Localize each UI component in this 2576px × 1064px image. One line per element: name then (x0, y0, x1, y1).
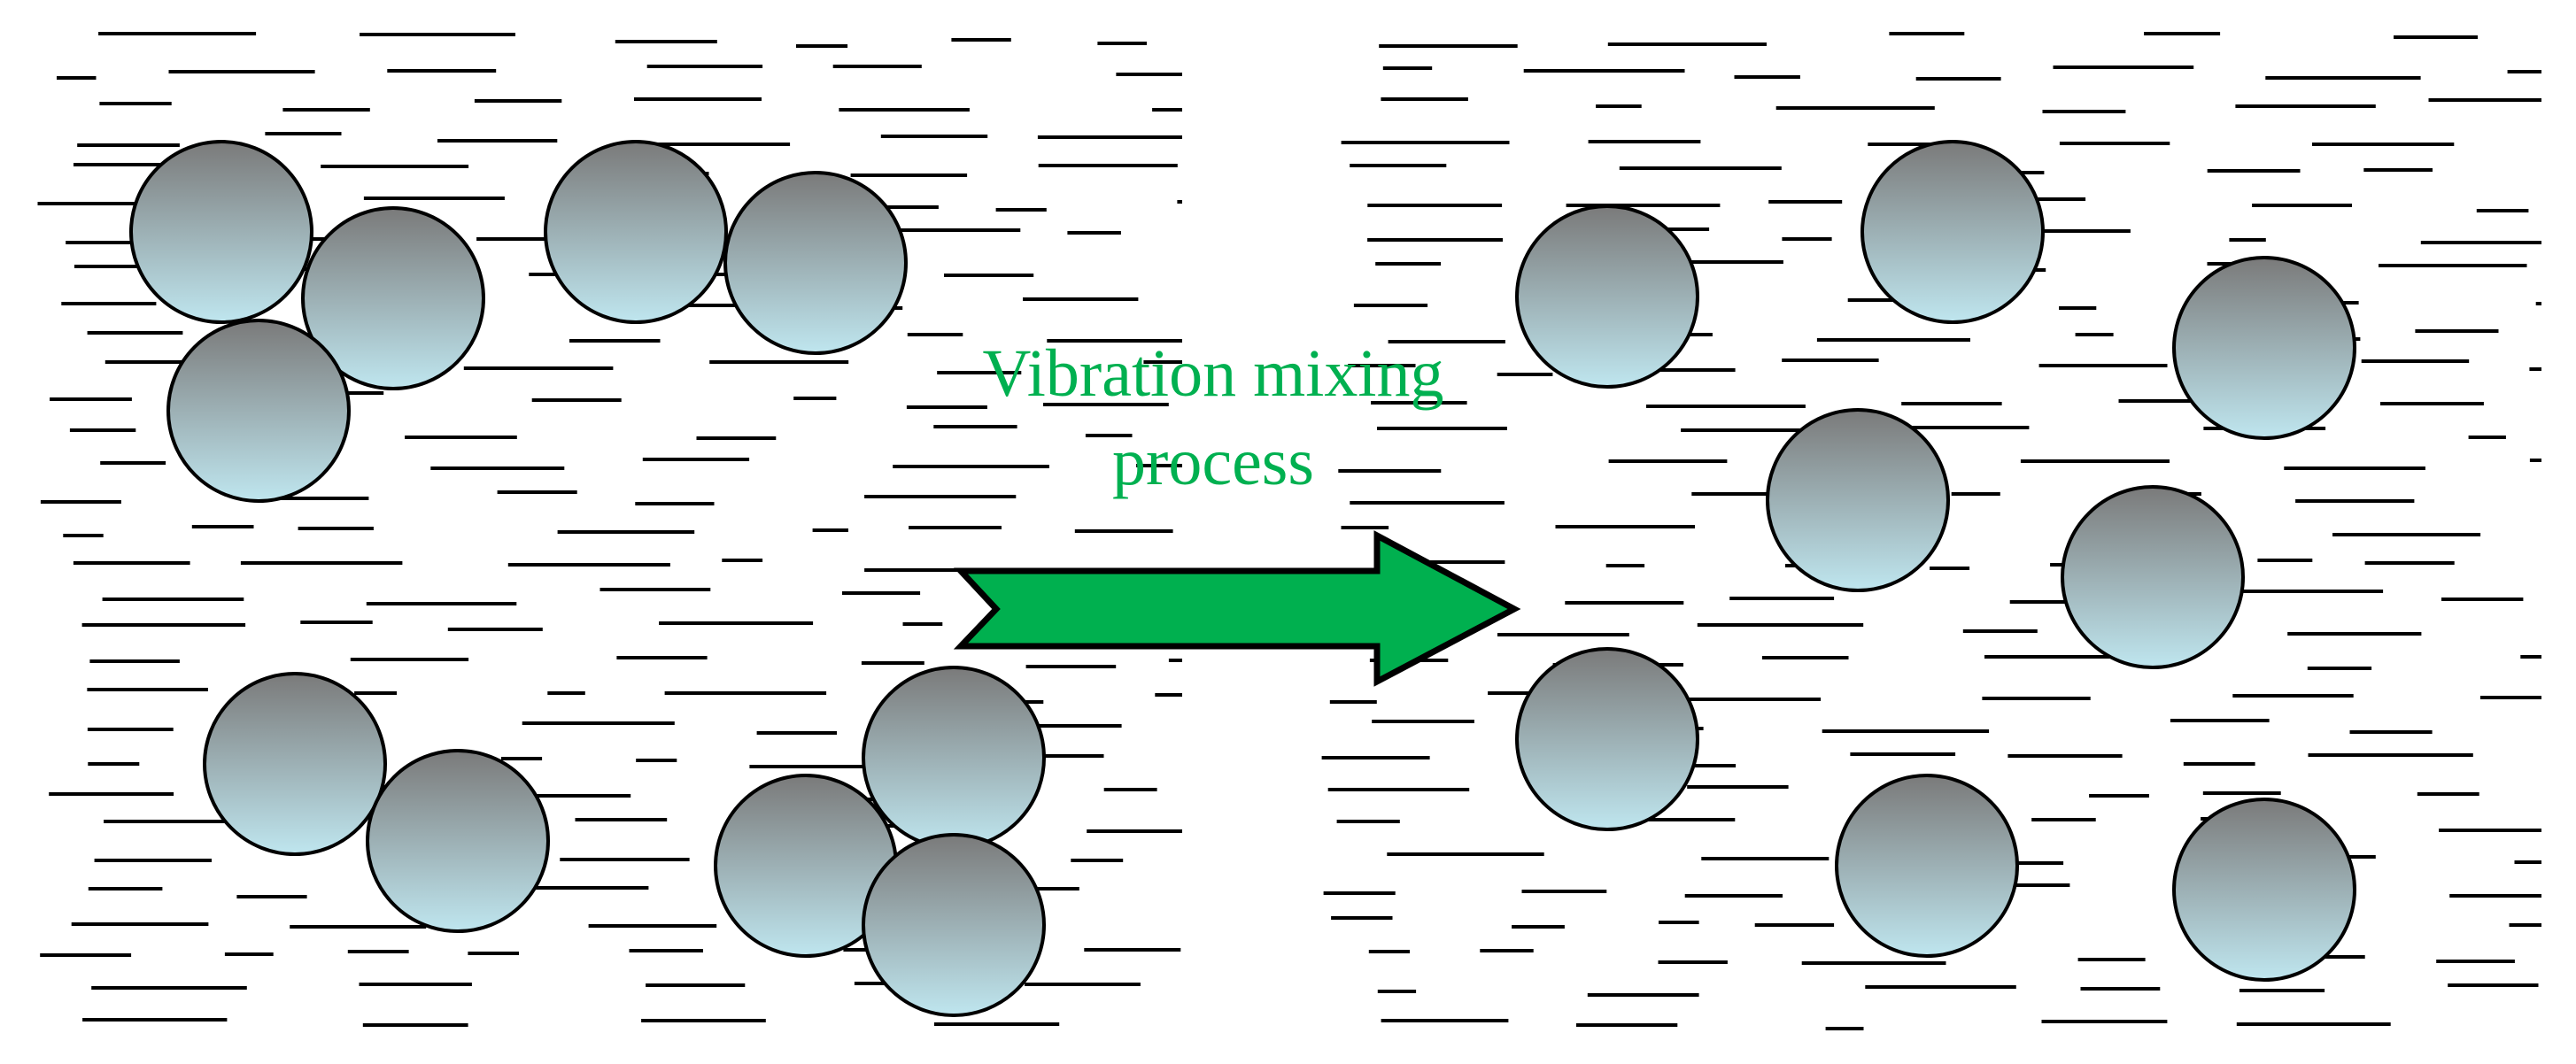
after-particle (1860, 140, 2045, 324)
process-caption: Vibration mixing process (903, 329, 1523, 506)
process-arrow (953, 530, 1521, 687)
before-particle (301, 206, 485, 390)
before-particle (166, 319, 351, 503)
after-particle (2172, 256, 2356, 440)
after-particle (2172, 798, 2356, 982)
before-particle (862, 666, 1046, 850)
after-particle (1766, 408, 1950, 592)
caption-line-1: Vibration mixing (982, 336, 1444, 411)
caption-line-2: process (1112, 425, 1314, 499)
particles-before-panel (129, 140, 1046, 1017)
before-particle (862, 833, 1046, 1017)
after-particle (1515, 204, 1699, 389)
before-particle (544, 140, 728, 324)
after-particle (2061, 485, 2245, 669)
before-particle (203, 672, 387, 856)
after-particle (1835, 774, 2019, 958)
particles-after-panel (1515, 140, 2356, 982)
after-particle (1515, 647, 1699, 831)
before-particle (129, 140, 313, 324)
before-particle (366, 749, 550, 933)
before-particle (723, 171, 908, 355)
